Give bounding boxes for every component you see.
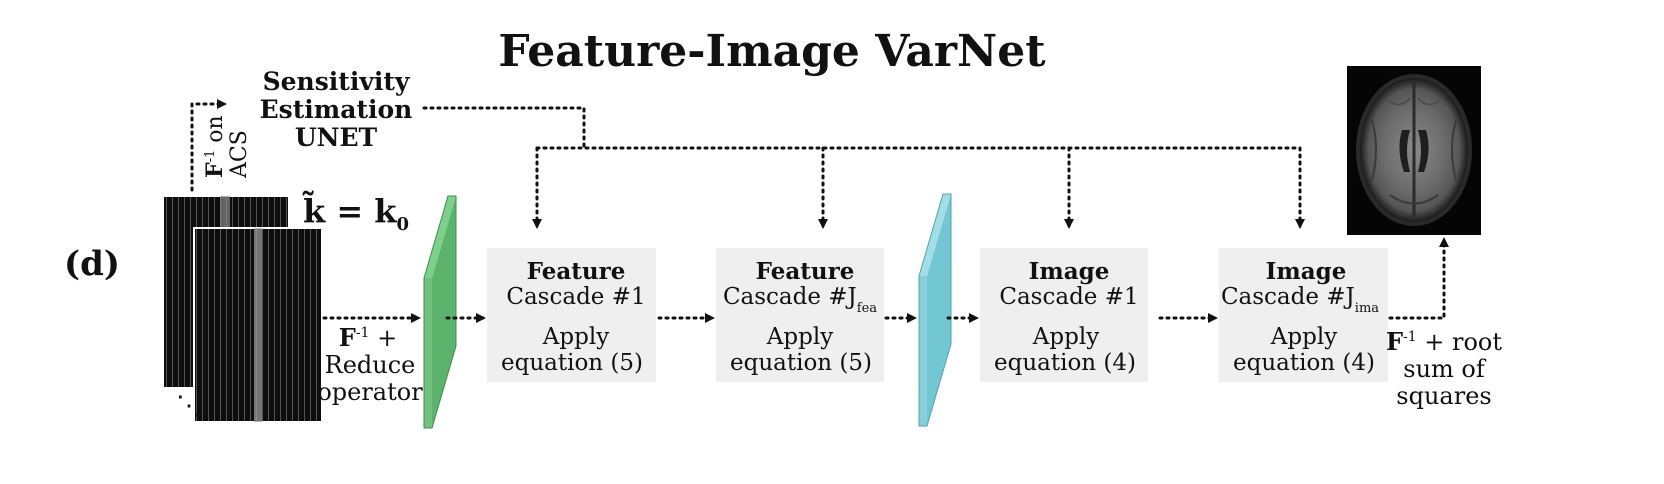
kspace-sub: 0 — [396, 214, 409, 235]
feature-cascade-1-desc-2: equation (5) — [501, 350, 643, 376]
diagram-title: Feature-Image VarNet — [498, 26, 1046, 77]
svg-text:Cascade #Jima: Cascade #Jima — [1221, 284, 1379, 316]
feature-cascade-1-title-2: Cascade #1 — [506, 284, 645, 310]
image-cascade-j-desc-1: Apply — [1270, 324, 1337, 350]
panel-label: (d) — [64, 244, 120, 284]
image-cascade-1-box — [980, 248, 1148, 382]
image-cascade-j-title-2: Cascade #J — [1221, 284, 1355, 310]
reduce-line-2: Reduce — [325, 351, 416, 379]
sensitivity-line-1: Sensitivity — [263, 67, 411, 96]
output-line-3: squares — [1396, 382, 1491, 410]
kspace-label: k̃ = k0 — [302, 191, 409, 235]
image-cascade-1: Image Cascade #1 Apply equation (4) — [980, 248, 1148, 382]
svg-text:Cascade #1: Cascade #1 — [506, 284, 645, 310]
image-cascade-j-title-1: Image — [1266, 258, 1347, 285]
image-cascade-j-title-sub: ima — [1355, 301, 1379, 316]
image-cascade-j-desc-2: equation (4) — [1233, 350, 1375, 376]
acs-on: on — [203, 115, 228, 149]
feature-cascade-1-box — [487, 248, 656, 382]
image-cascade-1-desc-2: equation (4) — [994, 350, 1136, 376]
image-cascade-1-desc-1: Apply — [1032, 324, 1099, 350]
acs-sup: -1 — [203, 150, 218, 163]
feature-cascade-1-desc-1: Apply — [542, 324, 609, 350]
sensitivity-line-2: Estimation — [260, 95, 413, 124]
acs-op: F — [202, 162, 228, 178]
feature-cascade-j-title-1: Feature — [756, 258, 855, 285]
image-cascade-1-title-2: Cascade #1 — [999, 284, 1138, 310]
feature-cascade-j-desc-2: equation (5) — [730, 350, 872, 376]
sensitivity-unet-label: Sensitivity Estimation UNET — [260, 67, 413, 152]
feature-cascade-1-title-1: Feature — [527, 258, 626, 285]
svg-text:F-1 on: F-1 on — [202, 115, 228, 178]
output-op: F — [1386, 327, 1403, 356]
reconstructed-brain-image — [1347, 66, 1481, 235]
sensitivity-line — [422, 106, 586, 150]
feature-cascade-j: Feature Cascade #Jfea Apply equation (5) — [716, 248, 884, 382]
reduce-sup: -1 — [356, 325, 370, 341]
kspace-k: k — [374, 192, 397, 230]
reduce-line-3: operator — [317, 378, 423, 406]
svg-text:Cascade #Jfea: Cascade #Jfea — [723, 284, 877, 316]
output-sup: -1 — [1403, 329, 1417, 345]
feature-cascade-1: Feature Cascade #1 Apply equation (5) — [487, 248, 656, 382]
feature-cascade-j-desc-1: Apply — [766, 324, 833, 350]
reduce-op: F — [339, 323, 356, 352]
acs-arrow — [190, 99, 227, 192]
image-cascade-j-box — [1219, 248, 1388, 382]
kspace-stack: ⋱ — [162, 195, 323, 423]
sensitivity-line-3: UNET — [295, 123, 378, 152]
acs-label: F-1 on ACS — [202, 115, 252, 179]
feature-cascade-j-title-sub: fea — [857, 301, 878, 316]
svg-text:F-1 + root: F-1 + root — [1386, 327, 1502, 356]
acs-text: ACS — [227, 130, 252, 179]
kspace-equals: = — [325, 192, 374, 230]
svg-text:F-1 +: F-1 + — [339, 323, 397, 352]
output-arrow — [1388, 237, 1449, 320]
image-domain-prism — [918, 193, 952, 427]
kspace-k-tilde: k̃ — [302, 191, 326, 230]
reduce-plus: + — [369, 324, 397, 352]
reduce-label: F-1 + Reduce operator — [317, 323, 423, 406]
image-cascade-1-title-1: Image — [1029, 258, 1110, 285]
kspace-ellipsis: ⋱ — [176, 391, 202, 421]
feature-domain-prism — [423, 195, 457, 429]
svg-text:Cascade #1: Cascade #1 — [999, 284, 1138, 310]
image-cascade-j: Image Cascade #Jima Apply equation (4) — [1219, 248, 1388, 382]
output-line-2: sum of — [1403, 355, 1487, 383]
feature-cascade-j-box — [716, 248, 884, 382]
output-label: F-1 + root sum of squares — [1386, 327, 1502, 410]
output-rest: + root — [1417, 328, 1503, 356]
feature-cascade-j-title-2: Cascade #J — [723, 284, 857, 310]
